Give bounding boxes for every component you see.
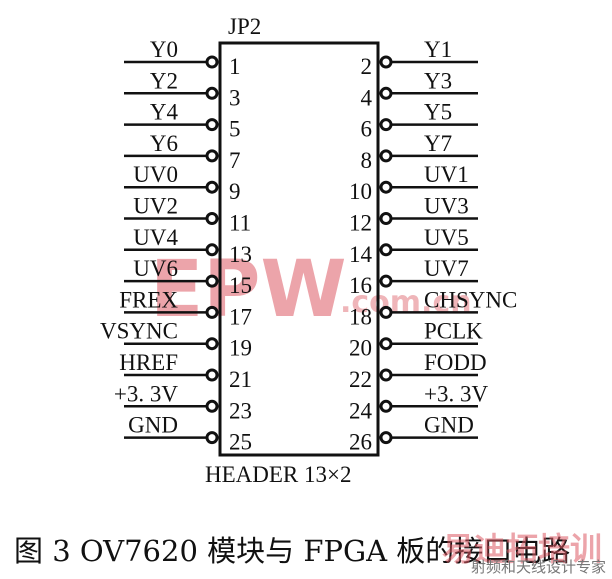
pin-terminal (205, 431, 219, 445)
pin-number: 22 (349, 367, 372, 392)
pin-number: 17 (229, 304, 252, 329)
pin-number: 9 (229, 179, 241, 204)
pin-number: 2 (361, 54, 373, 79)
pin-signal-label: UV2 (133, 194, 178, 219)
pin-terminal (205, 399, 219, 413)
bottom-watermark-logo: 易迪拓培训 (441, 530, 602, 568)
pin-terminal (379, 274, 393, 288)
pin-number: 5 (229, 117, 241, 142)
pin-signal-label: VSYNC (100, 319, 178, 344)
pin-terminal (205, 180, 219, 194)
pin-terminal (205, 55, 219, 69)
pin-signal-label: FREX (119, 287, 178, 312)
pin-number: 11 (229, 211, 251, 236)
pin-number: 12 (349, 211, 372, 236)
pin-signal-label: Y1 (424, 37, 452, 62)
pin-terminal (379, 399, 393, 413)
pin-terminal (379, 55, 393, 69)
pin-signal-label: GND (424, 413, 474, 438)
pin-terminal (379, 118, 393, 132)
pin-number: 15 (229, 273, 252, 298)
pin-terminal (205, 368, 219, 382)
pin-signal-label: Y0 (150, 37, 178, 62)
epw-watermark-logo: EPW (150, 245, 347, 335)
pin-signal-label: UV0 (133, 162, 178, 187)
pin-number: 23 (229, 398, 252, 423)
pin-number: 10 (349, 179, 372, 204)
pin-signal-label: UV4 (133, 225, 178, 250)
pin-signal-label: +3. 3V (114, 381, 178, 406)
pin-number: 14 (349, 242, 373, 267)
pin-terminal (205, 212, 219, 225)
pin-number: 1 (229, 54, 241, 79)
pin-signal-label: UV5 (424, 225, 469, 250)
pin-terminal (379, 337, 393, 351)
pin-signal-label: Y6 (150, 131, 178, 156)
bottom-watermark-text: 射频和天线设计专家 (470, 558, 606, 576)
pin-number: 19 (229, 336, 252, 361)
pin-signal-label: Y7 (424, 131, 452, 156)
figure-caption: 图 3 OV7620 模块与 FPGA 板的接口电路 (14, 534, 571, 568)
pin-number: 26 (349, 430, 372, 455)
pin-number: 3 (229, 85, 241, 110)
pin-signal-label: UV3 (424, 194, 469, 219)
pin-signal-label: GND (128, 413, 178, 438)
pin-number: 8 (361, 148, 373, 173)
pin-terminal (379, 86, 393, 100)
pin-terminal (205, 243, 219, 257)
type-label: HEADER 13×2 (205, 462, 352, 487)
pin-signal-label: Y3 (424, 68, 452, 93)
pin-terminal (205, 337, 219, 351)
pin-number: 7 (229, 148, 241, 173)
pin-terminal (205, 274, 219, 288)
pin-number: 24 (349, 398, 373, 423)
pin-signal-label: HREF (119, 350, 178, 375)
pin-signal-label: CHSYNC (424, 287, 517, 312)
pin-terminal (379, 305, 393, 319)
pin-signal-label: Y4 (150, 100, 179, 125)
pin-terminal (379, 368, 393, 382)
pin-signal-label: FODD (424, 350, 487, 375)
pin-number: 4 (361, 85, 373, 110)
pin-number: 16 (349, 273, 372, 298)
pin-terminal (205, 305, 219, 319)
pin-number: 25 (229, 430, 252, 455)
pin-terminal (379, 212, 393, 225)
pin-terminal (205, 118, 219, 132)
pin-terminal (205, 149, 219, 163)
pin-signal-label: Y5 (424, 100, 452, 125)
epw-watermark-sub: .com.cn (340, 285, 472, 320)
designator-label: JP2 (228, 14, 261, 39)
pin-terminal (379, 431, 393, 445)
pin-signal-label: PCLK (424, 319, 483, 344)
pin-signal-label: +3. 3V (424, 381, 488, 406)
pin-number: 13 (229, 242, 252, 267)
header-body (218, 41, 380, 457)
pin-terminal (379, 243, 393, 257)
pin-signal-label: UV7 (424, 256, 469, 281)
pin-number: 6 (361, 117, 373, 142)
pin-signal-label: UV1 (424, 162, 469, 187)
pin-signal-label: Y2 (150, 68, 178, 93)
pin-terminal (379, 149, 393, 163)
pin-signal-label: UV6 (133, 256, 178, 281)
pin-number: 18 (349, 304, 372, 329)
pin-number: 20 (349, 336, 372, 361)
pin-number: 21 (229, 367, 252, 392)
pin-terminal (379, 180, 393, 194)
pin-terminal (205, 86, 219, 100)
